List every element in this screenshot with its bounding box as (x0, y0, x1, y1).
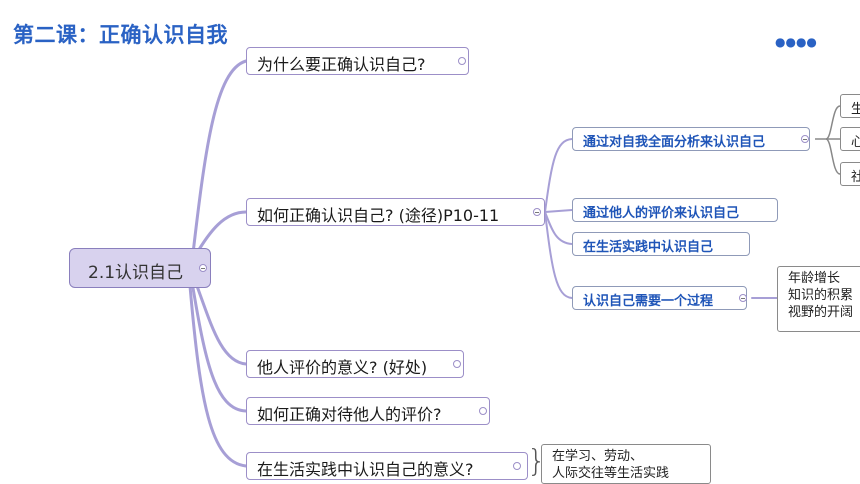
branch-label: 他人评价的意义? (好处) (257, 358, 428, 377)
subbranch-label: 在生活实践中认识自己 (583, 240, 714, 255)
note-line: 视野的开阔 (788, 305, 854, 320)
connector-root-b5 (188, 284, 248, 468)
connector-root-b4 (190, 280, 248, 413)
connector-c1-g (815, 105, 841, 140)
branch-treat-others-evaluation[interactable]: 如何正确对待他人的评价? (246, 397, 490, 425)
branch-others-evaluation-meaning[interactable]: 他人评价的意义? (好处) (246, 350, 464, 378)
branch-practice-meaning[interactable]: 在生活实践中认识自己的意义? (246, 452, 528, 480)
leaf-label: 心 (851, 135, 860, 150)
collapse-icon[interactable] (533, 208, 541, 216)
more-dots-icon[interactable]: ●●●● (775, 35, 817, 49)
subbranch-label: 认识自己需要一个过程 (583, 294, 714, 309)
note-line: 知识的积累 (788, 288, 854, 303)
page-title: 第二课：正确认识自我 (13, 22, 228, 47)
connector-root-b1 (190, 59, 248, 264)
connector-root-b3 (192, 276, 248, 366)
note-line: 人际交往等生活实践 (552, 466, 670, 481)
collapse-icon[interactable] (801, 135, 809, 143)
expand-icon[interactable] (479, 407, 487, 415)
branch-label: 在生活实践中认识自己的意义? (257, 460, 474, 479)
subbranch-process[interactable]: 认识自己需要一个过程 (572, 286, 747, 310)
branch-label: 如何正确对待他人的评价? (257, 405, 442, 424)
root-node-label: 2.1认识自己 (88, 263, 184, 283)
expand-icon[interactable] (458, 57, 466, 65)
branch-label: 如何正确认识自己? (途径)P10-11 (257, 206, 500, 225)
subbranch-label: 通过对自我全面分析来认识自己 (583, 135, 766, 150)
expand-icon[interactable] (513, 462, 521, 470)
note-practice: 在学习、劳动、 人际交往等生活实践 (541, 444, 711, 484)
note-line: 在学习、劳动、 (552, 449, 644, 464)
root-collapse-icon[interactable] (199, 264, 207, 272)
branch-why-know-self[interactable]: 为什么要正确认识自己? (246, 47, 469, 75)
leaf-physical[interactable]: 生 (840, 94, 860, 118)
collapse-icon[interactable] (739, 294, 747, 302)
note-process: 年龄增长 知识的积累 视野的开阔 (777, 266, 860, 332)
branch-label: 为什么要正确认识自己? (257, 55, 426, 74)
leaf-label: 生 (851, 102, 860, 117)
leaf-label: 社 (851, 170, 860, 185)
subbranch-self-analysis[interactable]: 通过对自我全面分析来认识自己 (572, 127, 810, 151)
leaf-psychological[interactable]: 心 (840, 127, 860, 151)
connector-b2-c3 (544, 211, 573, 245)
note-line: 年龄增长 (788, 271, 841, 286)
connector-b2-c4 (544, 211, 573, 299)
expand-icon[interactable] (453, 360, 461, 368)
connector-c1-s (825, 138, 841, 175)
connector-b2-c2 (544, 209, 573, 213)
subbranch-life-practice[interactable]: 在生活实践中认识自己 (572, 232, 750, 256)
root-node[interactable]: 2.1认识自己 (69, 248, 211, 288)
leaf-social[interactable]: 社 (840, 162, 860, 186)
subbranch-label: 通过他人的评价来认识自己 (583, 206, 740, 221)
connector-b2-c1 (544, 138, 573, 213)
subbranch-others-evaluation[interactable]: 通过他人的评价来认识自己 (572, 198, 778, 222)
branch-how-know-self[interactable]: 如何正确认识自己? (途径)P10-11 (246, 198, 545, 226)
